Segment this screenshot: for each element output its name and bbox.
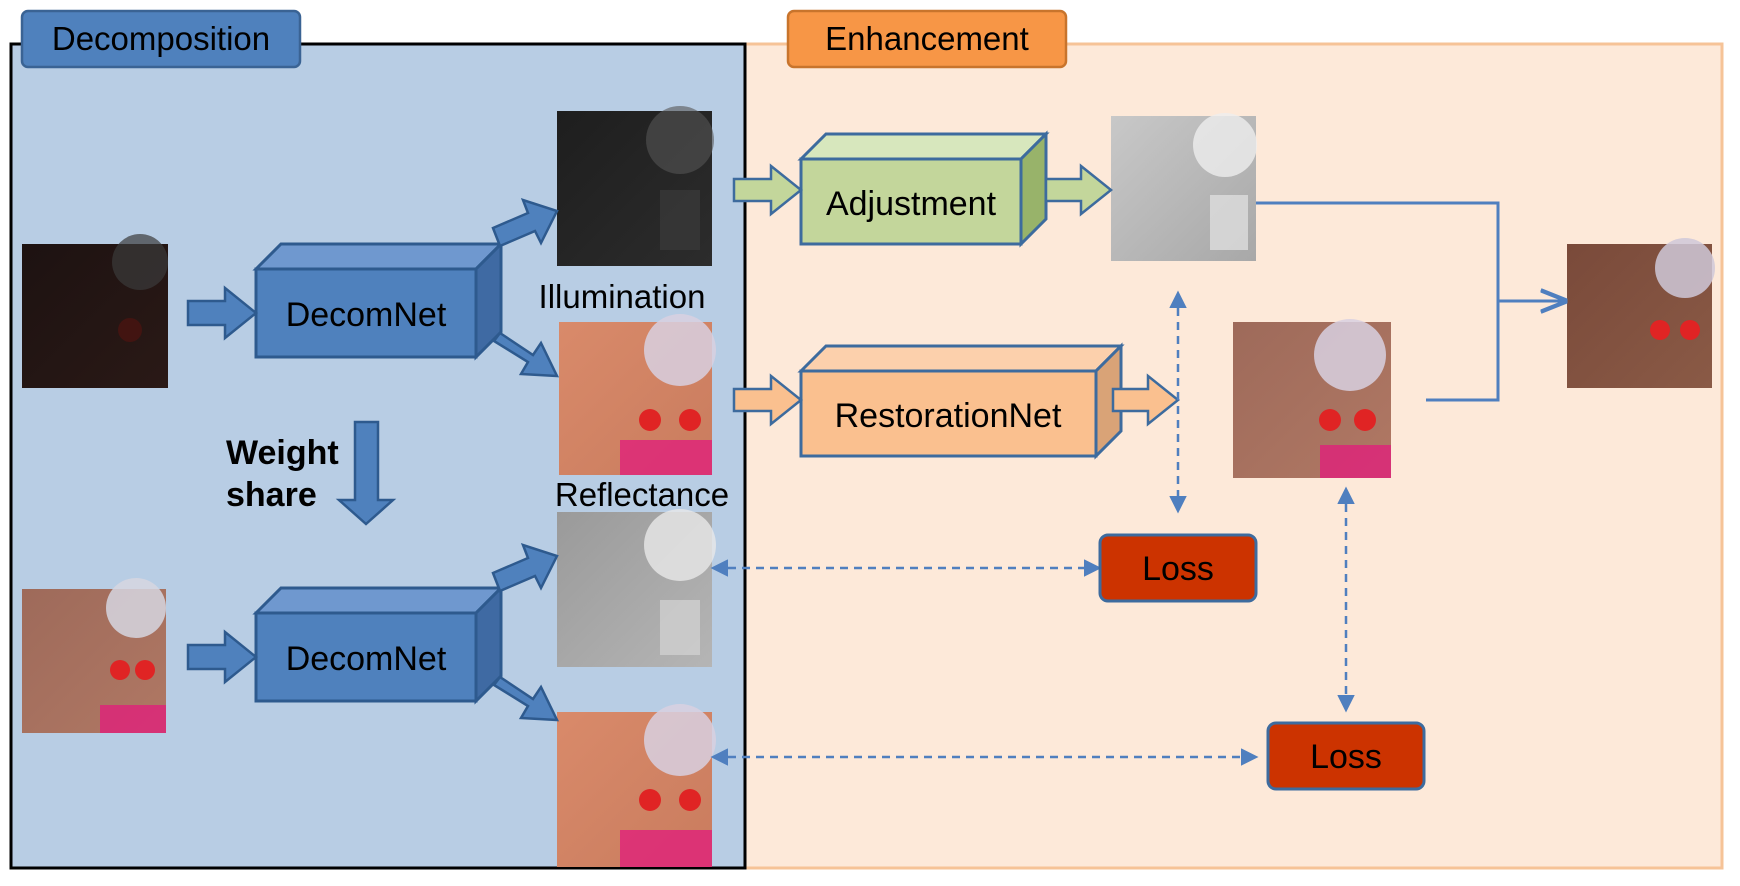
decomnet-bottom-to-illumination-arrow [491, 543, 559, 593]
weight-share-arrow [335, 420, 397, 526]
loss-bottom-box: Loss [1266, 721, 1426, 791]
output-image [1567, 238, 1715, 388]
decomnet-top-to-reflectance-arrow [492, 331, 560, 378]
weight-share-label-line1: Weight [226, 434, 339, 472]
decomnet-bottom-label: DecomNet [286, 640, 447, 678]
restorationnet-block: RestorationNet [797, 342, 1125, 460]
loss-bottom-label: Loss [1310, 738, 1382, 776]
input-normal-arrow [186, 629, 258, 685]
enhancement-title: Enhancement [825, 20, 1029, 57]
reflectance-normal-image [557, 704, 716, 867]
adjustment-label: Adjustment [826, 185, 997, 223]
from-restorationnet-arrow [1111, 373, 1181, 427]
decomposition-title-badge: Decomposition [20, 9, 302, 69]
adjusted-illumination-image [1111, 113, 1257, 261]
input-normal-image [22, 578, 166, 733]
loss-mid-box: Loss [1098, 533, 1258, 603]
input-low-image [22, 234, 168, 388]
fusion-connector [1256, 201, 1565, 402]
from-adjustment-arrow [1044, 163, 1114, 217]
illumination-label: Illumination [539, 278, 706, 315]
decomnet-top-block: DecomNet [252, 240, 505, 361]
restored-reflectance-image [1233, 319, 1391, 478]
reflectance-label: Reflectance [555, 476, 729, 513]
decomnet-bottom-to-reflectance-arrow [492, 675, 560, 722]
illumination-normal-image [557, 509, 716, 667]
decomposition-title: Decomposition [52, 20, 270, 57]
to-adjustment-arrow [732, 163, 804, 217]
decomnet-bottom-block: DecomNet [252, 584, 505, 705]
weight-share-label-line2: share [226, 476, 317, 514]
decomnet-top-label: DecomNet [286, 296, 447, 334]
to-restorationnet-arrow [732, 373, 804, 427]
enhancement-title-badge: Enhancement [786, 9, 1068, 69]
reflectance-low-image [559, 314, 716, 475]
illumination-low-image [557, 106, 714, 266]
loss-connectors [710, 290, 1355, 766]
input-low-arrow [186, 285, 258, 341]
adjustment-block: Adjustment [797, 130, 1050, 248]
decomnet-top-to-illumination-arrow [491, 198, 559, 248]
restorationnet-label: RestorationNet [835, 397, 1062, 435]
loss-mid-label: Loss [1142, 550, 1214, 588]
